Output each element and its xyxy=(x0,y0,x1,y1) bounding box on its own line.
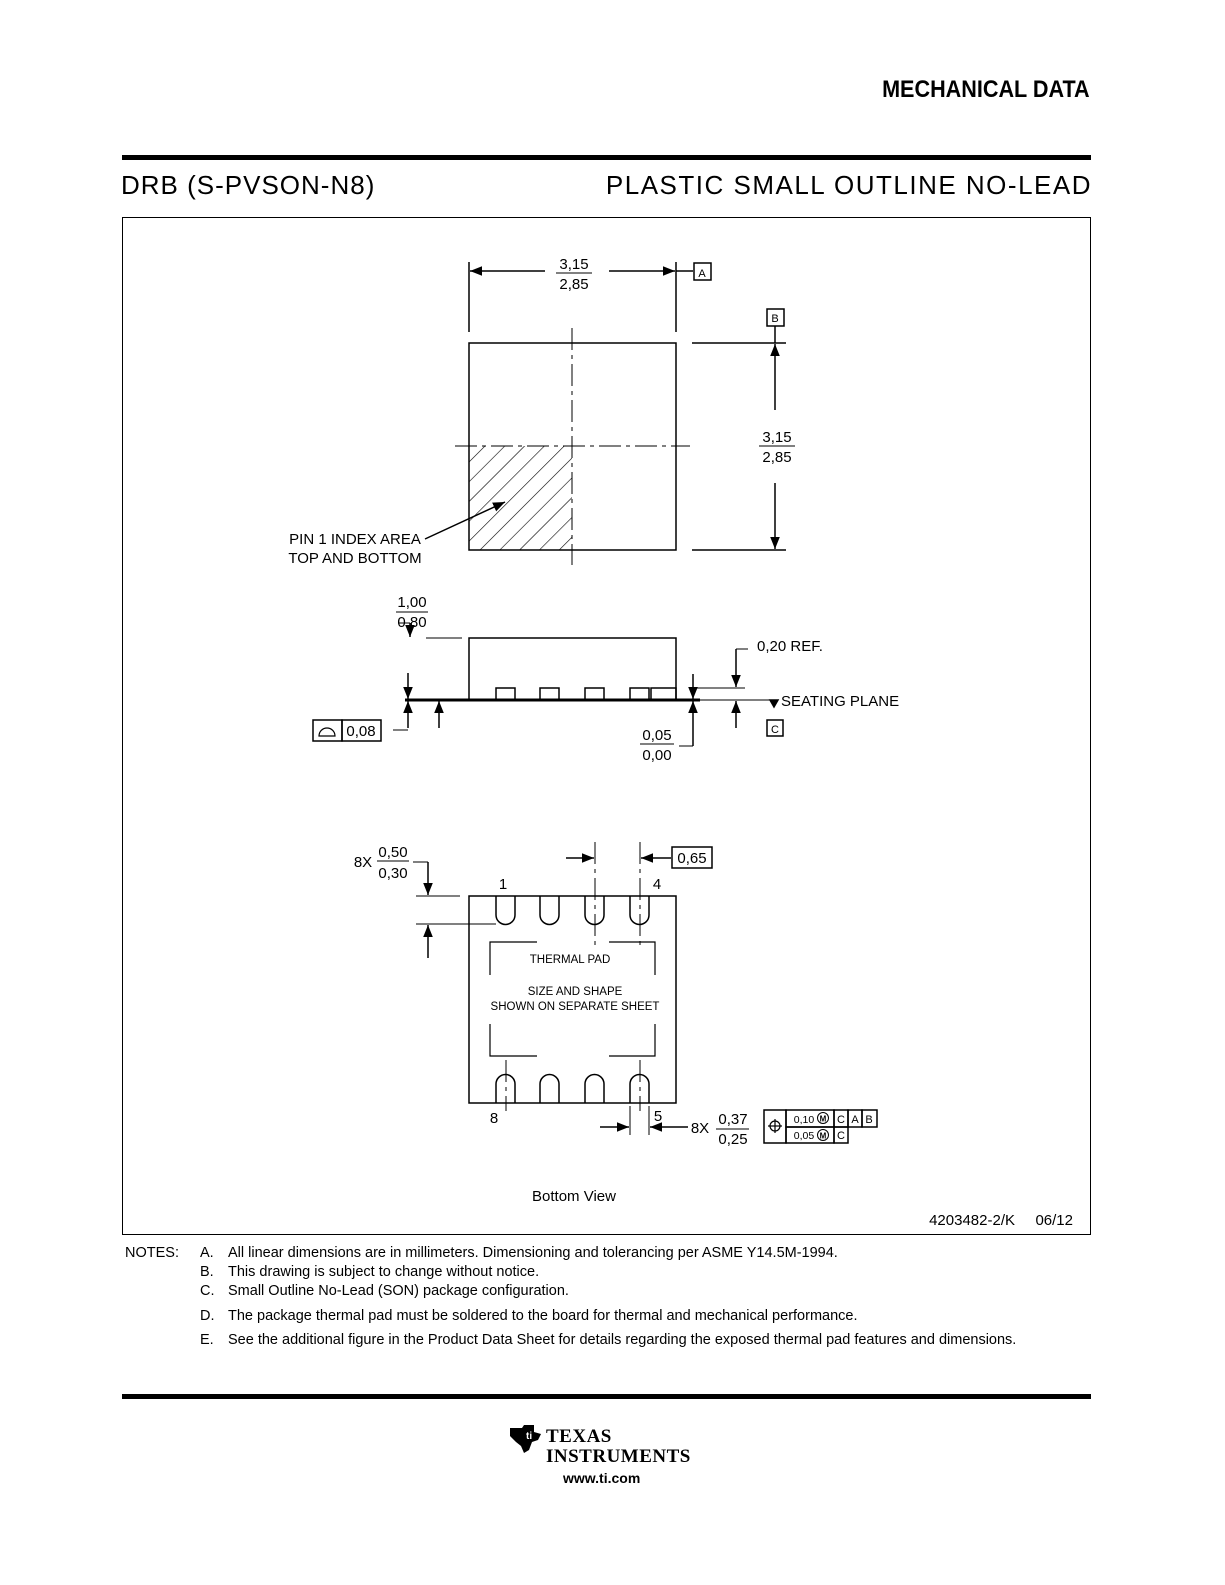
package-code: DRB (S-PVSON-N8) xyxy=(121,170,376,200)
thermal-pad-corner xyxy=(609,941,656,975)
note-text: See the additional figure in the Product… xyxy=(228,1332,1017,1348)
svg-text:M: M xyxy=(820,1132,827,1141)
width-min-label: 2,85 xyxy=(559,276,588,293)
pin-8-label: 8 xyxy=(490,1110,498,1127)
lead-w-qty: 8X xyxy=(691,1120,709,1137)
drawing-number: 4203482-2/K xyxy=(929,1212,1015,1229)
coplanarity-label: 0,08 xyxy=(346,723,375,740)
package-description: PLASTIC SMALL OUTLINE NO-LEAD xyxy=(605,170,1092,200)
bottom-lead-7 xyxy=(539,1073,560,1103)
note-item: B. This drawing is subject to change with… xyxy=(200,1263,539,1283)
thickness-max-label: 1,00 xyxy=(397,594,426,611)
side-lead xyxy=(539,687,560,701)
top-rule xyxy=(122,155,1091,160)
note-item: D. The package thermal pad must be solder… xyxy=(200,1307,858,1327)
lead-len-max: 0,50 xyxy=(378,844,407,861)
pin1-label-line1: PIN 1 INDEX AREA xyxy=(289,531,421,548)
svg-text:M: M xyxy=(820,1115,827,1124)
note-text: The package thermal pad must be soldered… xyxy=(228,1308,858,1324)
bottom-lead-2 xyxy=(539,896,560,926)
note-text: Small Outline No-Lead (SON) package conf… xyxy=(228,1283,569,1299)
side-lead xyxy=(495,687,516,701)
mmc-icon xyxy=(817,1112,829,1124)
datum-c-box xyxy=(766,719,784,737)
note-letter: C. xyxy=(200,1283,215,1299)
bottom-lead-1 xyxy=(495,896,516,926)
pin-5-label: 5 xyxy=(654,1108,662,1125)
thermal-pad-corner xyxy=(489,941,537,975)
note-item: C. Small Outline No-Lead (SON) package co… xyxy=(200,1282,569,1302)
note-letter: B. xyxy=(200,1264,214,1280)
side-lead xyxy=(650,687,677,701)
datum-a-box xyxy=(693,262,712,281)
lead-w-min: 0,25 xyxy=(718,1131,747,1148)
lead-len-qty: 8X xyxy=(354,854,372,871)
footer-url[interactable]: www.ti.com xyxy=(563,1470,641,1486)
logo-line2: INSTRUMENTS xyxy=(546,1446,691,1467)
ti-logo: ti TEXAS INSTRUMENTS www.ti.com xyxy=(508,1420,708,1490)
tol-cell xyxy=(833,1126,849,1144)
datum-b-label: B xyxy=(771,313,778,325)
svg-text:ti: ti xyxy=(526,1431,532,1442)
notes-label: NOTES: xyxy=(125,1245,179,1261)
note-item: E. See the additional figure in the Produ… xyxy=(200,1331,1016,1351)
side-view-body xyxy=(468,637,677,701)
pin1-index-area xyxy=(469,446,572,550)
height-min-label: 2,85 xyxy=(762,449,791,466)
pitch-label: 0,65 xyxy=(677,850,706,867)
datum-b-box xyxy=(766,308,785,327)
note-text: This drawing is subject to change withou… xyxy=(228,1264,540,1280)
pitch-box xyxy=(671,846,713,869)
ti-logo-icon: ti xyxy=(510,1425,541,1453)
pin1-label-line2: TOP AND BOTTOM xyxy=(288,550,421,567)
lead-len-min: 0,30 xyxy=(378,865,407,882)
standoff-min-label: 0,00 xyxy=(642,747,671,764)
thermal-pad-line1: SIZE AND SHAPE xyxy=(528,986,623,998)
bottom-view-caption: Bottom View xyxy=(532,1188,616,1205)
thermal-pad-corner xyxy=(609,1024,656,1057)
section-title: MECHANICAL DATA xyxy=(882,76,1090,103)
bottom-view-body xyxy=(468,895,677,1104)
standoff-max-label: 0,05 xyxy=(642,727,671,744)
note-item: A. All linear dimensions are in millimete… xyxy=(200,1244,838,1264)
thermal-pad-label: THERMAL PAD xyxy=(530,954,611,966)
thermal-pad-line2: SHOWN ON SEPARATE SHEET xyxy=(491,1001,660,1013)
drawing-frame xyxy=(122,217,1091,1235)
side-lead xyxy=(584,687,605,701)
tol-cell xyxy=(861,1109,878,1128)
tol-datum-b: B xyxy=(865,1114,872,1126)
coplanarity-box xyxy=(341,719,382,742)
width-max-label: 3,15 xyxy=(559,256,588,273)
lead-ref-label: 0,20 REF. xyxy=(757,638,823,655)
pin-4-label: 4 xyxy=(653,876,661,893)
pin1-leader xyxy=(424,501,506,540)
seating-plane-label: SEATING PLANE xyxy=(781,693,899,710)
side-lead xyxy=(629,687,650,701)
note-letter: E. xyxy=(200,1332,214,1348)
tol-datum-a: A xyxy=(851,1114,859,1126)
datum-c-label: C xyxy=(771,724,779,736)
thickness-min-label: 0,80 xyxy=(397,614,426,631)
datum-a-label: A xyxy=(698,268,706,280)
tol1-label: 0,10 xyxy=(794,1114,815,1126)
tol-datum-c: C xyxy=(837,1114,845,1126)
note-letter: A. xyxy=(200,1245,214,1261)
profile-symbol-box xyxy=(312,719,343,742)
bottom-lead-6 xyxy=(584,1073,605,1103)
tol2-label: 0,05 xyxy=(794,1130,815,1142)
profile-surface-icon xyxy=(318,727,336,737)
bottom-rule xyxy=(122,1394,1091,1399)
mmc-icon xyxy=(817,1129,829,1141)
seating-plane-marker xyxy=(768,699,780,709)
thermal-pad-corner xyxy=(489,1024,537,1057)
pin-1-label: 1 xyxy=(499,876,507,893)
lead-w-max: 0,37 xyxy=(718,1111,747,1128)
logo-line1: TEXAS xyxy=(546,1426,612,1447)
note-text: All linear dimensions are in millimeters… xyxy=(228,1245,838,1261)
drawing-date: 06/12 xyxy=(1035,1212,1073,1229)
height-max-label: 3,15 xyxy=(762,429,791,446)
note-letter: D. xyxy=(200,1308,215,1324)
tol2-datum-c: C xyxy=(837,1130,845,1142)
